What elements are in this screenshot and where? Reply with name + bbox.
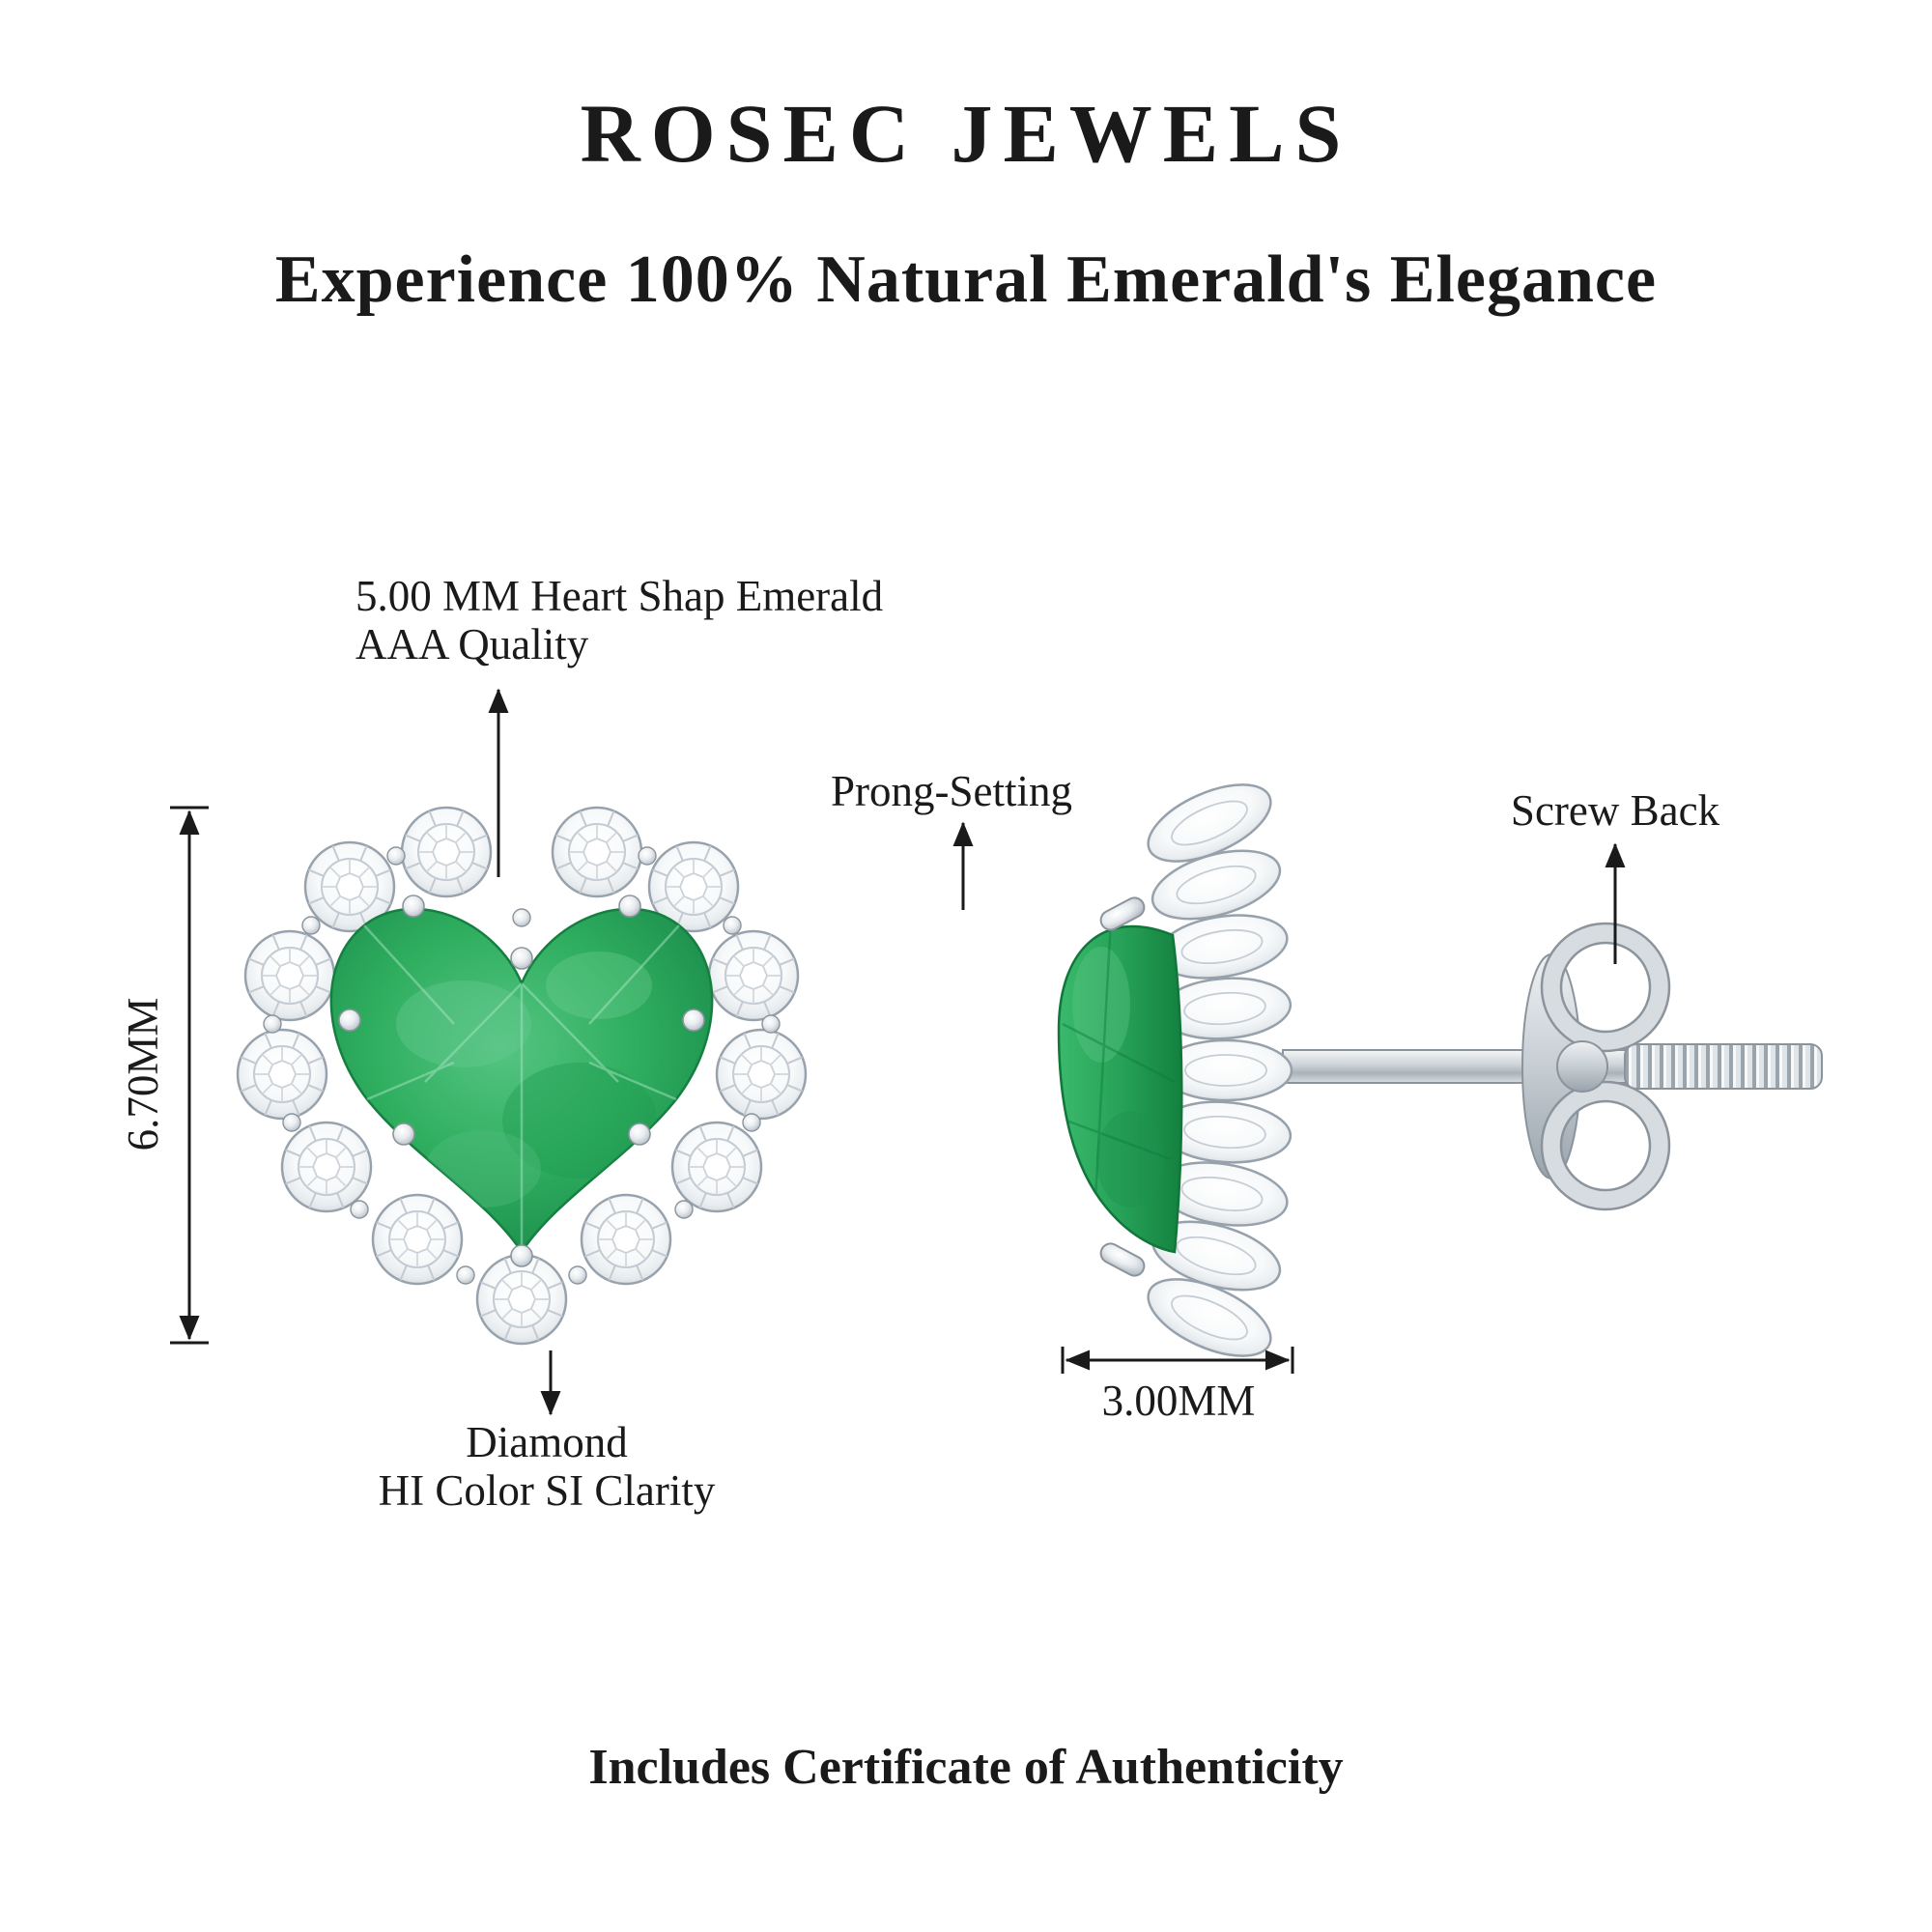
height-dimension-lines [170,806,209,1345]
brand-title: ROSEC JEWELS [580,87,1352,180]
stone-annotation-line2: AAA Quality [355,620,589,669]
annotation-arrows [488,688,1626,1416]
brand-subtitle: Experience 100% Natural Emerald's Elegan… [274,242,1658,317]
emerald-side-texture [1062,925,1176,1236]
emerald-heart-side [1057,924,1183,1254]
diamond-annotation: Diamond HI Color SI Clarity [379,1418,716,1516]
screw-back-butterfly [1521,922,1671,1211]
diamond-annotation-line1: Diamond [466,1418,628,1466]
screw-threads [1624,1043,1823,1090]
certificate-note: Includes Certificate of Authenticity [588,1740,1344,1795]
front-view-earring [236,806,808,1346]
prong-claws [1099,896,1146,1277]
width-dimension-label: 3.00MM [1101,1377,1256,1425]
butterfly-hub [1556,1040,1608,1093]
screwback-annotation: Screw Back [1510,786,1720,835]
side-view-earring [1057,767,1823,1374]
diamond-annotation-line2: HI Color SI Clarity [378,1466,716,1516]
width-dimension-lines [1061,1347,1294,1374]
stone-annotation-line1: 5.00 MM Heart Shap Emerald [355,572,884,620]
height-dimension-label: 6.70MM [119,997,167,1151]
stone-annotation: 5.00 MM Heart Shap Emerald AAA Quality [355,572,883,669]
emerald-texture [363,924,680,1252]
prong-annotation: Prong-Setting [830,767,1073,815]
